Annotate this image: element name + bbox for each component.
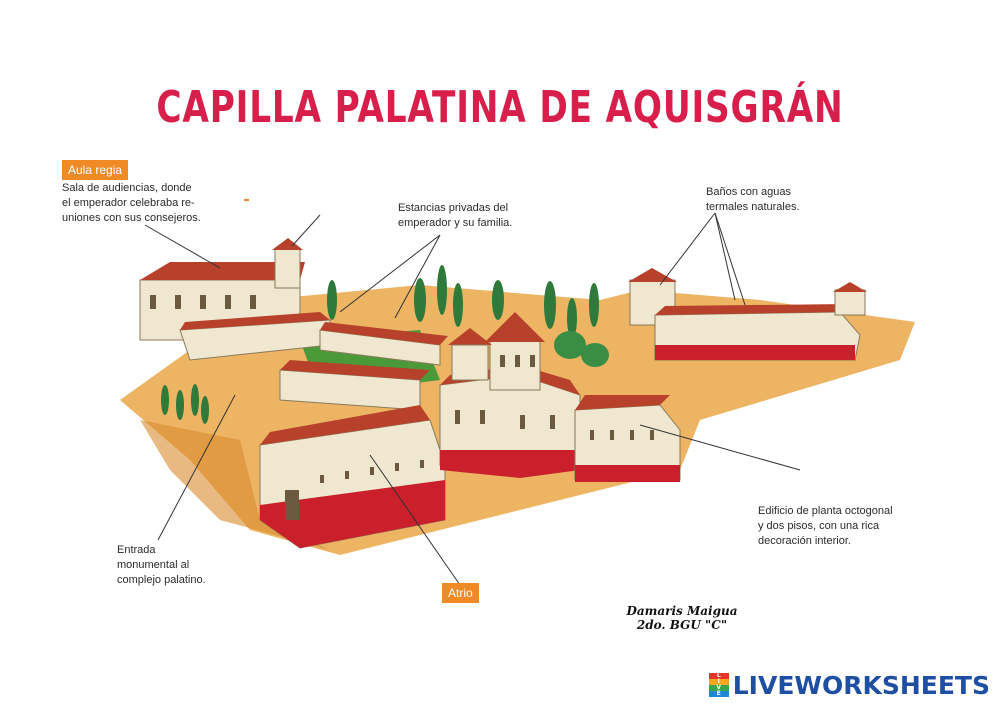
logo-letter: E xyxy=(708,691,729,697)
caption-line: Entrada xyxy=(117,544,156,556)
aula-regia-building xyxy=(139,238,305,341)
aula-regia-label: Aula regia xyxy=(62,160,129,180)
caption-line: el emperador celebraba re- xyxy=(62,197,195,209)
orange-dot-marker xyxy=(244,199,249,201)
caption-line: emperador y su familia. xyxy=(398,217,513,229)
logo-letter: V xyxy=(708,685,729,691)
page-title: CAPILLA PALATINA DE AQUISGRÁN xyxy=(156,82,844,133)
right-annex-building xyxy=(574,395,681,482)
brand-name: LIVEWORKSHEETS xyxy=(732,670,990,700)
caption-line: termales naturales. xyxy=(706,201,800,213)
estancias-caption: Estancias privadas del emperador y su fa… xyxy=(398,201,512,231)
caption-line: Baños con aguas xyxy=(706,186,792,198)
caption-line: decoración interior. xyxy=(758,535,851,547)
liveworksheets-brand[interactable]: L I V E LIVEWORKSHEETS xyxy=(708,670,990,700)
leader-lines xyxy=(144,212,801,586)
signature-class: 2do. BGU "C" xyxy=(636,618,728,632)
palace-galleries xyxy=(179,312,448,411)
signature-name: Damaris Maigua xyxy=(626,604,738,618)
atrio-label: Atrio xyxy=(442,583,479,603)
logo-letter: L xyxy=(708,673,729,679)
octagonal-chapel xyxy=(439,312,581,478)
caption-line: monumental al xyxy=(117,559,190,571)
caption-line: uniones con sus consejeros. xyxy=(62,212,201,224)
author-signature: Damaris Maigua 2do. BGU "C" xyxy=(622,604,742,632)
baths-building xyxy=(628,268,867,361)
caption-line: Edificio de planta octogonal xyxy=(758,505,893,517)
banos-caption: Baños con aguas termales naturales. xyxy=(706,185,800,215)
logo-letter: I xyxy=(708,679,729,685)
ground-terrain-shade xyxy=(140,420,330,550)
edificio-caption: Edificio de planta octogonal y dos pisos… xyxy=(758,504,893,549)
cypress-trees xyxy=(161,265,798,424)
caption-line: y dos pisos, con una rica xyxy=(758,520,880,532)
caption-line: Estancias privadas del xyxy=(398,202,509,214)
entrada-caption: Entrada monumental al complejo palatino. xyxy=(117,543,206,588)
atrio-building xyxy=(259,405,446,549)
liveworksheets-logo-icon: L I V E xyxy=(708,673,729,697)
caption-line: Sala de audiencias, donde xyxy=(62,182,192,194)
aula-regia-caption: Sala de audiencias, donde el emperador c… xyxy=(62,181,201,226)
caption-line: complejo palatino. xyxy=(117,574,206,586)
